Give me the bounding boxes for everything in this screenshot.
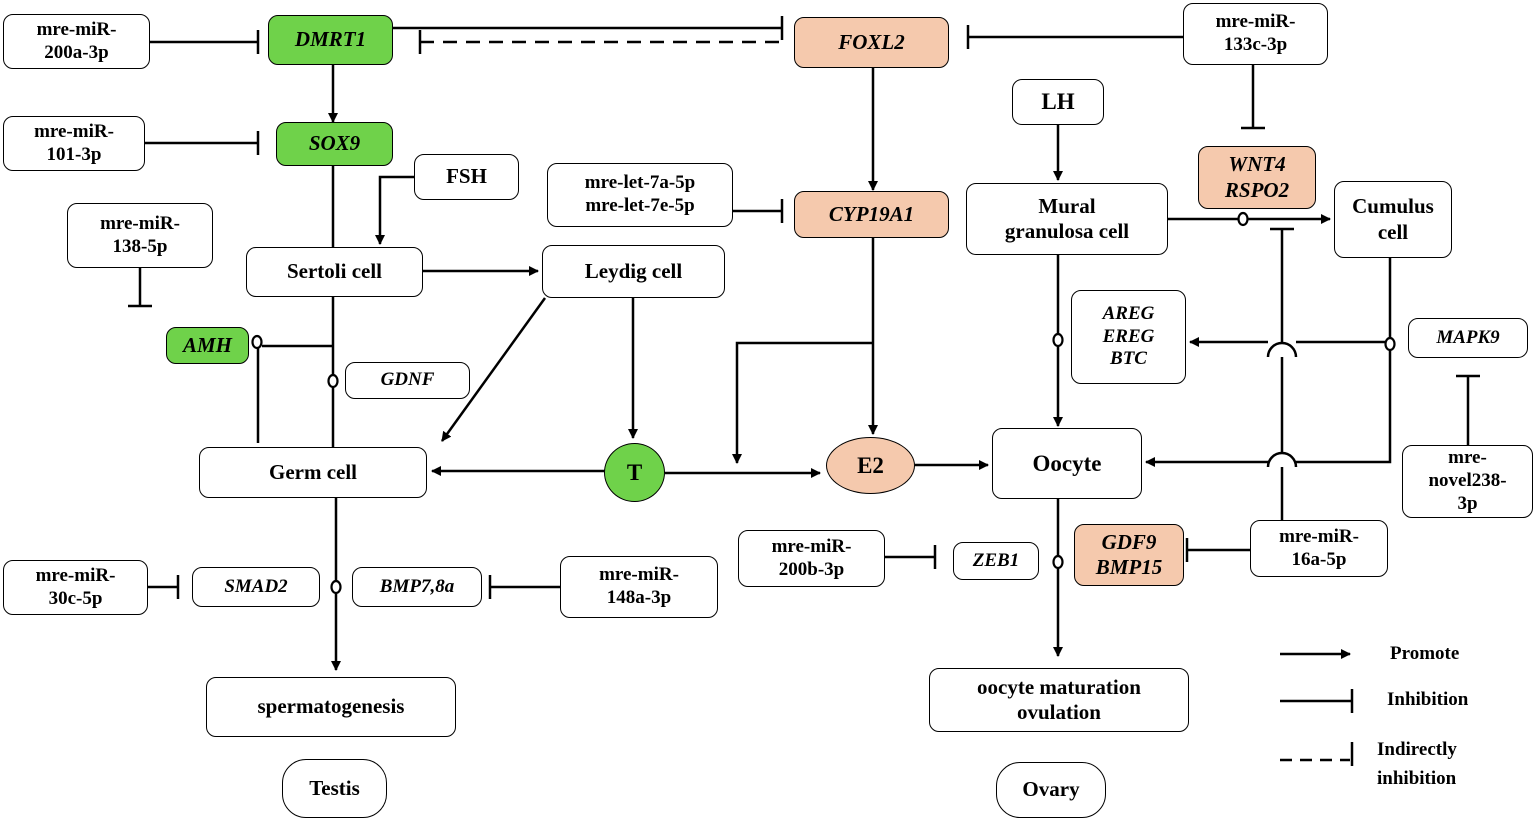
gene-amh: AMH	[166, 327, 249, 364]
gene-wnt4-rspo2: WNT4 RSPO2	[1198, 146, 1316, 209]
legend-promote-label: Promote	[1390, 643, 1460, 664]
cell-oocyte: Oocyte	[992, 428, 1142, 499]
inhibit-novel238-mapk9	[1456, 374, 1480, 445]
mirna-138-5p: mre-miR- 138-5p	[67, 203, 213, 268]
cell-mural-granulosa: Mural granulosa cell	[966, 183, 1168, 255]
mirna-148a-3p: mre-miR- 148a-3p	[560, 556, 718, 618]
gene-gdnf: GDNF	[345, 362, 470, 399]
inhibit-mir133c-wnt4	[1241, 65, 1265, 130]
node-dot-mural-cumulus	[1237, 211, 1249, 227]
gene-sox9: SOX9	[276, 122, 393, 166]
cell-leydig: Leydig cell	[542, 245, 725, 298]
arrow-fsh-sertoli	[375, 175, 414, 245]
inhibit-mir16a-gdf9	[1185, 538, 1250, 562]
mirna-16a-5p: mre-miR- 16a-5p	[1250, 520, 1388, 577]
node-dot-amh	[251, 334, 263, 350]
gene-foxl2: FOXL2	[794, 17, 949, 68]
gene-dmrt1: DMRT1	[268, 15, 393, 65]
legend-indirect-symbol	[1280, 742, 1354, 766]
hormone-fsh: FSH	[414, 154, 519, 200]
arrow-leydig-germ	[440, 297, 547, 442]
mirna-101-3p: mre-miR- 101-3p	[3, 116, 145, 171]
inhibit-mir200b-zeb1	[885, 545, 937, 569]
arrow-cumulus-oocyte	[1296, 258, 1392, 464]
gene-areg-ereg-btc: AREG EREG BTC	[1071, 290, 1186, 384]
inhibit-mir138-amh	[128, 268, 152, 308]
mirna-200a-3p: mre-miR- 200a-3p	[3, 14, 150, 69]
node-dot-cumulus	[1384, 336, 1396, 352]
gene-cyp19a1: CYP19A1	[794, 191, 949, 238]
inhibit-mir148a-bmp78a	[488, 575, 560, 599]
indirect-inhibit-foxl2-dmrt1	[418, 30, 782, 54]
mirna-133c-3p: mre-miR- 133c-3p	[1183, 3, 1328, 65]
arrow-cyp19a1-testosterone-branch	[732, 341, 873, 464]
process-oocyte-maturation: oocyte maturation ovulation	[929, 668, 1189, 732]
gene-zeb1: ZEB1	[953, 542, 1039, 580]
process-spermatogenesis: spermatogenesis	[206, 677, 456, 737]
inhibit-mir200a-dmrt1	[150, 30, 260, 54]
label-ovary: Ovary	[996, 762, 1106, 818]
node-dot-germ	[330, 579, 342, 595]
gene-gdf9-bmp15: GDF9 BMP15	[1074, 524, 1184, 586]
cell-cumulus: Cumulus cell	[1334, 181, 1452, 258]
inhibit-let7-cyp19a1	[733, 199, 784, 223]
node-dot-oocyte	[1052, 554, 1064, 570]
label-testis: Testis	[282, 759, 387, 818]
inhibit-mir30c-smad2	[148, 575, 180, 599]
legend-indirect-label: Indirectly inhibition	[1377, 739, 1457, 789]
gene-mapk9: MAPK9	[1408, 318, 1528, 358]
gene-smad2: SMAD2	[192, 567, 320, 607]
mirna-let-7a-7e: mre-let-7a-5p mre-let-7e-5p	[547, 163, 733, 227]
hormone-t: T	[604, 443, 665, 502]
node-dot-areg	[1052, 332, 1064, 348]
cell-germ: Germ cell	[199, 447, 427, 498]
inhibit-mir16a-mural-cumulus	[1266, 227, 1298, 520]
legend-inhibition-symbol	[1280, 689, 1354, 713]
mirna-200b-3p: mre-miR- 200b-3p	[738, 530, 885, 587]
mirna-novel238-3p: mre- novel238- 3p	[1402, 445, 1533, 518]
mirna-30c-5p: mre-miR- 30c-5p	[3, 560, 148, 615]
hormone-lh: LH	[1012, 79, 1104, 125]
inhibit-dmrt1-foxl2	[393, 16, 784, 40]
cell-sertoli: Sertoli cell	[246, 247, 423, 297]
hormone-e2: E2	[826, 437, 915, 494]
node-dot-gdnf	[327, 373, 339, 389]
inhibit-mir101-sox9	[145, 131, 260, 155]
legend-inhibition-label: Inhibition	[1387, 689, 1469, 710]
inhibit-mir133c-foxl2	[966, 25, 1183, 49]
gene-bmp7-8a: BMP7,8a	[352, 567, 482, 607]
